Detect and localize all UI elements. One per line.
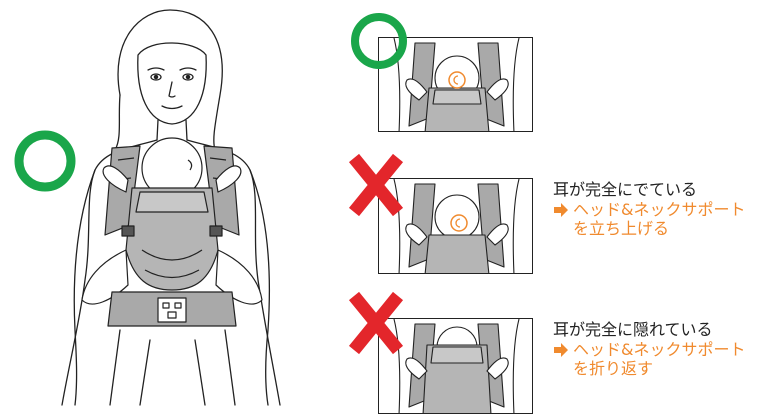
wrong-x-icon — [346, 290, 406, 356]
correct-circle-icon — [348, 10, 410, 72]
caption-fix-line1: ヘッド&ネックサポート — [573, 200, 745, 219]
main-illustration — [0, 0, 340, 410]
caption-fix-line2: を折り返す — [573, 359, 745, 378]
caption-fix-line2: を立ち上げる — [573, 219, 745, 238]
wrong-x-icon — [346, 152, 406, 218]
caption-fix-line1: ヘッド&ネックサポート — [573, 340, 745, 359]
caption-main-text: 耳が完全に隠れている — [553, 320, 745, 339]
caption-ears-hidden: 耳が完全に隠れている ヘッド&ネックサポート を折り返す — [553, 320, 745, 378]
caption-fix: ヘッド&ネックサポート を立ち上げる — [553, 200, 745, 238]
caption-main-text: 耳が完全にでている — [553, 180, 745, 199]
orange-arrow-icon — [553, 202, 569, 218]
caption-ears-out: 耳が完全にでている ヘッド&ネックサポート を立ち上げる — [553, 180, 745, 238]
orange-arrow-icon — [553, 342, 569, 358]
caption-fix: ヘッド&ネックサポート を折り返す — [553, 340, 745, 378]
correct-circle-icon — [12, 128, 78, 194]
